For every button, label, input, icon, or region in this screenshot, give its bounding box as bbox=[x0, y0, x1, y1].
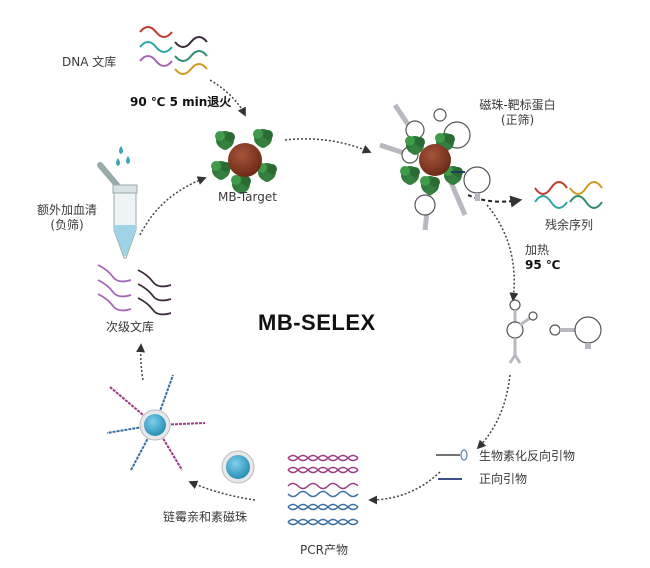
arrow-residual bbox=[467, 194, 523, 208]
arrow-to-primers bbox=[476, 374, 511, 450]
arrow-to-target bbox=[139, 176, 207, 236]
released-aptamers-icon bbox=[506, 299, 602, 364]
forward-primer-label: 正向引物 bbox=[479, 472, 528, 486]
arrow-to-sublibrary bbox=[136, 343, 146, 381]
mb-target-label: MB-Target bbox=[218, 190, 277, 204]
mb-target-icon bbox=[211, 129, 277, 194]
bead-target-complex-icon bbox=[379, 103, 491, 231]
heat-label: 加热 95 ℃ bbox=[525, 243, 560, 273]
heat-line1: 加热 bbox=[525, 243, 550, 257]
serum-drop-icon bbox=[119, 146, 123, 154]
serum-line2: (负筛) bbox=[50, 218, 84, 232]
bead-target-line1: 磁珠-靶标蛋白 bbox=[479, 98, 556, 112]
sub-library-label: 次级文库 bbox=[106, 320, 155, 334]
residual-label: 残余序列 bbox=[545, 218, 594, 232]
captured-bead-icon bbox=[106, 374, 206, 471]
dna-library-strands bbox=[139, 26, 208, 75]
serum-label: 额外加血清 (负筛) bbox=[28, 203, 106, 233]
arrow-to-streptavidin bbox=[188, 480, 256, 501]
bead-target-label: 磁珠-靶标蛋白 (正筛) bbox=[460, 98, 575, 128]
streptavidin-label: 链霉亲和素磁珠 bbox=[163, 510, 248, 524]
primer-legend-icons bbox=[436, 449, 468, 480]
arrow-to-pcr bbox=[368, 471, 441, 505]
tube-icon bbox=[97, 146, 138, 259]
arrow-to-complex bbox=[284, 138, 372, 154]
dna-library-label: DNA 文库 bbox=[62, 55, 117, 69]
arrow-heat bbox=[486, 204, 519, 302]
biotin-primer-label: 生物素化反向引物 bbox=[479, 449, 576, 463]
diagram-title: MB-SELEX bbox=[258, 310, 376, 335]
pcr-product-icon bbox=[287, 454, 359, 526]
residual-strands bbox=[534, 181, 603, 209]
heat-line2: 95 ℃ bbox=[525, 258, 561, 272]
pcr-product-label: PCR产物 bbox=[300, 543, 348, 557]
bead-target-line2: (正筛) bbox=[500, 113, 535, 127]
sub-library-strands bbox=[97, 264, 172, 316]
annealing-label: 90 ℃ 5 min退火 bbox=[130, 95, 232, 109]
streptavidin-bead-icon bbox=[221, 450, 255, 484]
arrow-annealing bbox=[209, 79, 246, 117]
serum-line1: 额外加血清 bbox=[36, 203, 97, 217]
